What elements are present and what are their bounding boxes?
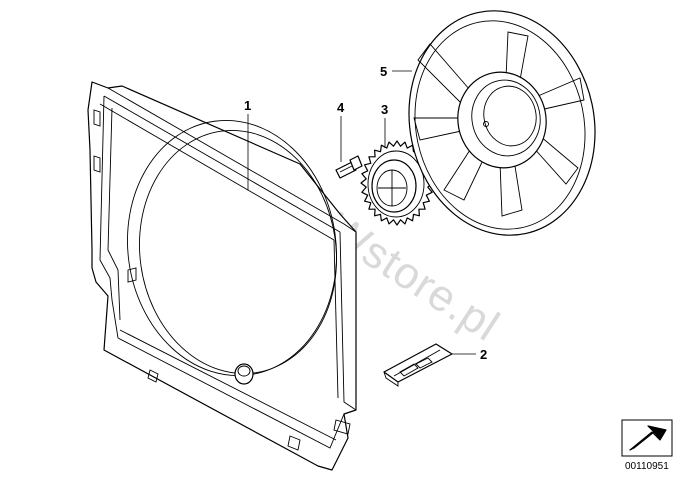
fan-impeller[interactable]	[389, 0, 616, 253]
callout-5[interactable]: 5	[380, 64, 387, 79]
arrow-icon	[629, 425, 667, 451]
fan-coupling[interactable]	[360, 140, 434, 226]
screw[interactable]	[335, 155, 363, 179]
callout-1[interactable]: 1	[244, 98, 251, 113]
diagram-id: 00110951	[625, 461, 669, 472]
callout-3[interactable]: 3	[381, 102, 388, 117]
fan-shroud[interactable]	[87, 81, 357, 471]
clip[interactable]	[383, 343, 453, 387]
callout-4[interactable]: 4	[337, 100, 345, 115]
reference-box	[621, 419, 673, 457]
callout-2[interactable]: 2	[480, 347, 487, 362]
